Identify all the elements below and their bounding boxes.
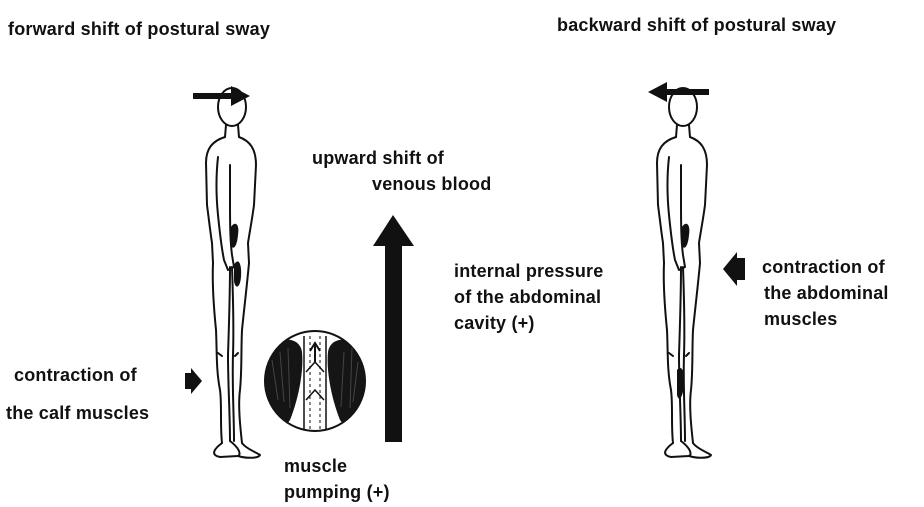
arrow-up-icon — [373, 215, 414, 442]
human-figure-icon — [206, 88, 260, 458]
human-figure-icon — [657, 88, 711, 458]
calf-push-arrow-icon — [185, 368, 202, 394]
abdominal-push-arrow-icon — [723, 252, 745, 286]
arrow-right-icon — [193, 86, 250, 106]
arrow-left-icon — [648, 82, 709, 102]
muscle-cross-section-icon — [264, 331, 366, 432]
